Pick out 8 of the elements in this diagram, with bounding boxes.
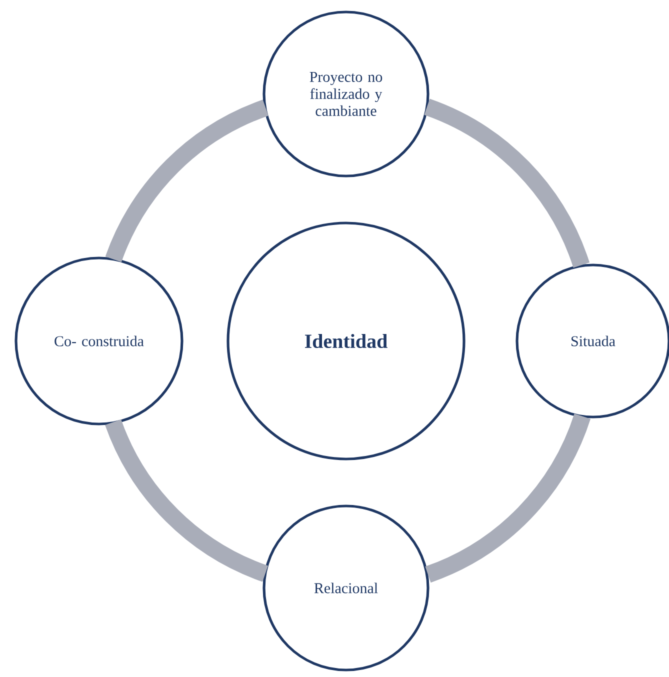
ring-arc (424, 413, 590, 582)
circle-node: Co- construida (14, 256, 184, 426)
ring-arc (105, 419, 268, 582)
ring-arc (424, 98, 590, 268)
circle-node: Proyecto no finalizado y cambiante (262, 10, 430, 178)
circle-node: Identidad (226, 222, 466, 460)
circle-node: Relacional (262, 504, 430, 672)
ring-arc (106, 100, 269, 262)
